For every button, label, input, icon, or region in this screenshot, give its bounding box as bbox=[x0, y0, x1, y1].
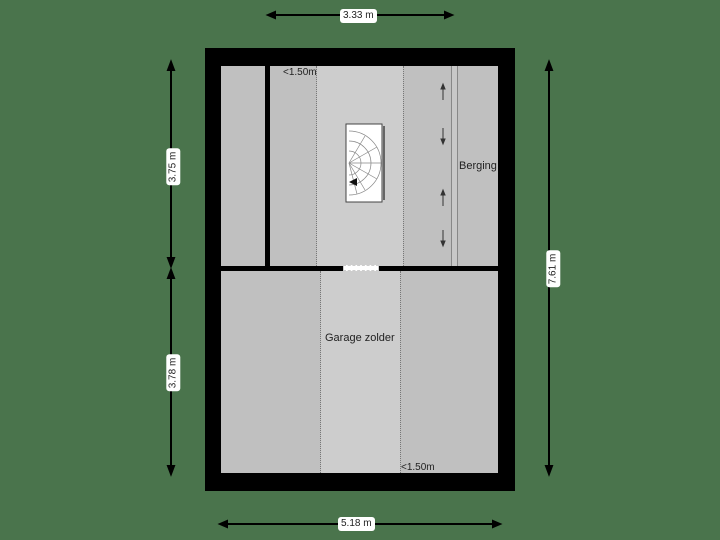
dimension-bottom-width: 5.18 m bbox=[338, 517, 375, 531]
room-label-berging: Berging bbox=[459, 160, 497, 172]
low-height-line bbox=[403, 66, 404, 266]
dimension-left-lower: 3.78 m bbox=[166, 354, 181, 392]
slope-arrows bbox=[440, 82, 446, 248]
spiral-stair-icon bbox=[345, 123, 385, 203]
dimension-top-width: 3.33 m bbox=[340, 9, 377, 23]
partition-wall bbox=[451, 66, 458, 266]
dimension-right-total: 7.61 m bbox=[546, 250, 561, 288]
low-height-line bbox=[320, 271, 321, 473]
low-height-label-top: <1.50m bbox=[283, 67, 317, 78]
floor-hatch bbox=[343, 265, 379, 271]
dimension-left-upper: 3.75 m bbox=[166, 148, 181, 186]
low-height-line bbox=[400, 271, 401, 473]
room-label-garage-zolder: Garage zolder bbox=[325, 332, 395, 344]
low-height-line bbox=[316, 66, 317, 266]
garage-center-strip bbox=[321, 271, 400, 473]
room-left-strip bbox=[221, 66, 265, 266]
low-height-label-bottom: <1.50m bbox=[401, 462, 435, 473]
